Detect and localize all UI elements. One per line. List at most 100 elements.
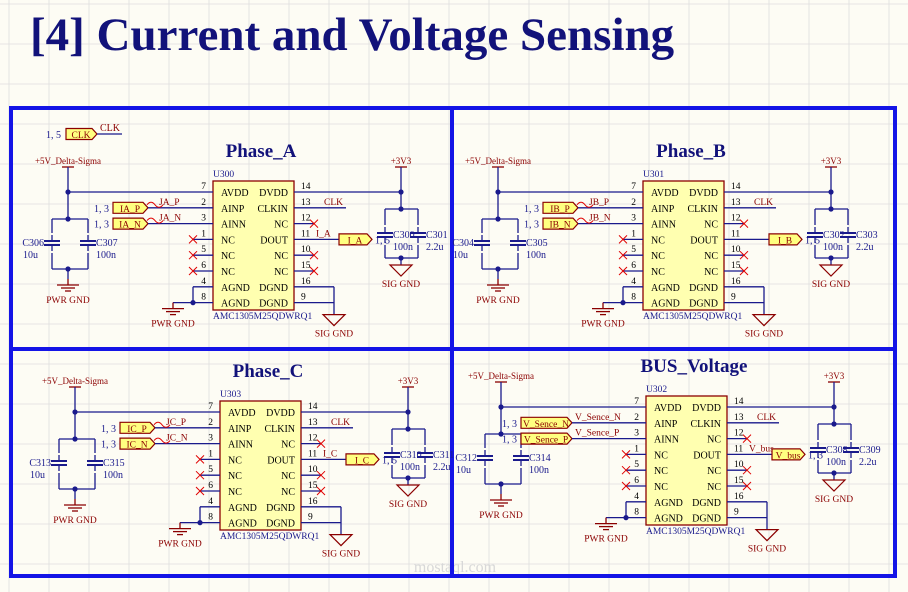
- pin-number: 14: [301, 182, 311, 192]
- pin-number: 4: [631, 277, 636, 287]
- input-sheet-ref: 1, 3: [524, 204, 539, 215]
- cap-ref: C310: [400, 450, 422, 461]
- clk-net-label: CLK: [100, 123, 121, 134]
- dout-net-label: V_bus: [749, 444, 774, 454]
- no-connect-mark: [742, 465, 752, 475]
- pin-name: AGND: [228, 519, 257, 530]
- pin-number: 7: [634, 397, 639, 407]
- input-net-label: V_Sence_N: [575, 413, 621, 423]
- sig-gnd-label: SIG GND: [812, 280, 850, 290]
- pin-number: 16: [731, 277, 741, 287]
- pin-name: NC: [221, 251, 235, 262]
- supply-3v3-label: +3V3: [824, 371, 845, 381]
- input-port-p-label: IB_P: [550, 205, 570, 215]
- no-connect-mark: [618, 235, 628, 244]
- pin-name: DOUT: [267, 455, 295, 466]
- pwr-gnd-label: PWR GND: [581, 320, 625, 330]
- pin-number: 5: [201, 245, 206, 255]
- pin-number: 2: [208, 418, 213, 428]
- pin-number: 13: [301, 198, 311, 208]
- no-connect-mark: [188, 266, 198, 276]
- ic-part-number: AMC1305M25QDWRQ1: [643, 312, 742, 322]
- input-port-p: [112, 201, 149, 214]
- sig-gnd-label: SIG GND: [745, 330, 783, 340]
- pin-name: DVDD: [266, 408, 295, 419]
- output-sheet-ref: 1, 3: [808, 450, 823, 461]
- input-net-label: JA_P: [159, 198, 180, 208]
- pin-name: CLKIN: [687, 204, 718, 215]
- junction-dot: [65, 189, 71, 195]
- pin-name: DGND: [259, 299, 288, 310]
- pin-number: 3: [208, 434, 213, 444]
- pin-number: 7: [208, 402, 213, 412]
- no-connect-mark: [742, 481, 752, 491]
- output-port: [771, 448, 806, 461]
- supply-5v-label: +5V_Delta-Sigma: [465, 156, 531, 166]
- pin-name: AGND: [221, 283, 250, 294]
- pin-number: 16: [301, 277, 311, 287]
- ic-ref: U301: [643, 170, 664, 180]
- no-connect-mark: [316, 470, 326, 480]
- cap-value: 2.2u: [433, 462, 451, 473]
- diff-pair-icon: [146, 201, 164, 208]
- pin-name: AVDD: [228, 408, 256, 419]
- page-title: [4] Current and Voltage Sensing: [30, 9, 675, 61]
- pwr-gnd-label: PWR GND: [151, 320, 195, 330]
- output-port-label: I_A: [348, 236, 363, 246]
- cap-ref: C305: [526, 238, 548, 249]
- pin-name: DVDD: [259, 188, 288, 199]
- input-port-n: [520, 432, 573, 445]
- clk-sheet-ref: 1, 5: [46, 130, 61, 141]
- input-port-n: [542, 217, 579, 230]
- pin-number: 8: [634, 508, 639, 518]
- output-port-label: I_C: [355, 456, 369, 466]
- pin-name: DVDD: [692, 403, 721, 414]
- input-port-p: [520, 416, 573, 429]
- no-connect-mark: [621, 481, 631, 491]
- dout-net-label: I_A: [316, 229, 331, 239]
- pin-name: DGND: [259, 283, 288, 294]
- pin-number: 5: [208, 465, 213, 475]
- clk-port: [65, 127, 98, 141]
- pin-number: 5: [634, 460, 639, 470]
- pin-name: NC: [651, 251, 665, 262]
- pin-number: 6: [634, 476, 639, 486]
- no-connect-mark: [739, 266, 749, 276]
- no-connect-mark: [309, 266, 319, 276]
- pin-name: AINP: [221, 204, 245, 215]
- pin-number: 8: [201, 293, 206, 303]
- junction-dot: [495, 189, 501, 195]
- pin-name: NC: [281, 487, 295, 498]
- pin-name: AINN: [228, 440, 253, 451]
- pin-name: NC: [704, 267, 718, 278]
- pin-name: NC: [651, 267, 665, 278]
- pin-name: NC: [654, 466, 668, 477]
- pin-name: DVDD: [689, 188, 718, 199]
- cap-value: 100n: [96, 250, 116, 261]
- cap-ref: C311: [433, 450, 454, 461]
- pin-name: DGND: [689, 299, 718, 310]
- pin-name: AINN: [651, 220, 676, 231]
- pin-name: NC: [228, 455, 242, 466]
- pwr-gnd-label: PWR GND: [46, 296, 90, 306]
- pin-name: NC: [654, 450, 668, 461]
- input-port-n-label: IA_N: [119, 221, 141, 231]
- pin-name: NC: [274, 251, 288, 262]
- pin-name: AINP: [651, 204, 675, 215]
- pin-name: NC: [707, 466, 721, 477]
- output-sheet-ref: 1, 5: [375, 235, 390, 246]
- pin-number: 6: [201, 261, 206, 271]
- ic-part-number: AMC1305M25QDWRQ1: [220, 532, 319, 542]
- input-net-label: JA_N: [159, 214, 181, 224]
- pin-number: 6: [208, 481, 213, 491]
- pin-number: 10: [734, 460, 744, 470]
- input-port-n-label: IB_N: [549, 221, 570, 231]
- pin-name: CLKIN: [257, 204, 288, 215]
- pin-name: AGND: [221, 299, 250, 310]
- sig-gnd-icon: [388, 264, 414, 277]
- pin-name: NC: [707, 482, 721, 493]
- cap-value: 2.2u: [859, 457, 877, 468]
- pin-name: NC: [707, 435, 721, 446]
- no-connect-mark: [739, 250, 749, 260]
